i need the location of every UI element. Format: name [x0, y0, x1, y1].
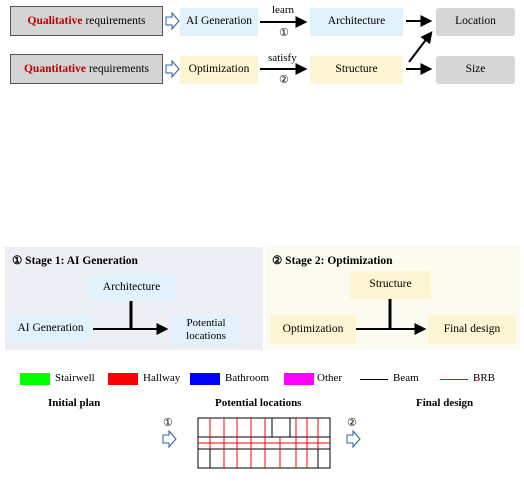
stage1-architecture-box: Architecture — [88, 274, 175, 301]
stage1-title: ① Stage 1: AI Generation — [12, 255, 138, 267]
stage2-title: ② Stage 2: Optimization — [272, 255, 393, 267]
stairwell-swatch — [20, 373, 50, 385]
quantitative-emphasis: Quantitative — [23, 63, 86, 75]
legend-beam: Beam — [393, 372, 419, 384]
hollow-arrow-icon — [346, 429, 361, 449]
beam-line — [360, 379, 388, 380]
arrow-structure-location — [408, 31, 433, 63]
quantitative-rest: requirements — [88, 63, 150, 75]
size-box: Size — [436, 56, 515, 84]
stage2-final-design-box: Final design — [428, 315, 516, 344]
qualitative-rest: requirements — [85, 15, 146, 27]
optimization-box: Optimization — [180, 56, 258, 84]
legend-stairwell: Stairwell — [55, 372, 95, 384]
satisfy-label: satisfy — [268, 52, 297, 64]
learn-label: learn — [272, 4, 294, 16]
stage2-optimization-box: Optimization — [270, 315, 356, 344]
bottom-step1-number: ① — [163, 417, 173, 429]
stage2-structure-box: Structure — [350, 271, 431, 299]
ai-generation-box: AI Generation — [180, 8, 258, 36]
legend-hallway: Hallway — [143, 372, 181, 384]
legend-bathroom: Bathroom — [225, 372, 269, 384]
brb-line — [440, 379, 468, 380]
quantitative-requirements-box: Quantitative requirements — [10, 54, 163, 84]
hallway-swatch — [108, 373, 138, 385]
satisfy-step-number: ② — [279, 74, 289, 86]
location-box: Location — [436, 8, 515, 36]
bathroom-swatch — [190, 373, 220, 385]
other-swatch — [284, 373, 314, 385]
structure-box: Structure — [310, 56, 403, 84]
learn-step-number: ① — [279, 27, 289, 39]
bottom-step2-number: ② — [347, 417, 357, 429]
stage1-ai-generation-box: AI Generation — [8, 315, 93, 343]
legend-other: Other — [317, 372, 343, 384]
qualitative-emphasis: Qualitative — [27, 15, 83, 27]
initial-plan-label: Initial plan — [48, 397, 101, 409]
hollow-arrow-icon — [162, 429, 177, 449]
legend-brb: BRB — [473, 372, 496, 384]
final-design-label: Final design — [416, 397, 474, 409]
qualitative-requirements-box: Qualitative requirements — [10, 6, 163, 36]
potential-locations-label: Potential locations — [215, 397, 302, 409]
architecture-box: Architecture — [310, 8, 403, 36]
stage1-potential-locations-box: Potential locations — [171, 315, 241, 345]
hollow-arrow-icon — [165, 59, 180, 79]
hollow-arrow-icon — [165, 11, 180, 31]
potential-locations-floor-plan — [197, 417, 331, 469]
